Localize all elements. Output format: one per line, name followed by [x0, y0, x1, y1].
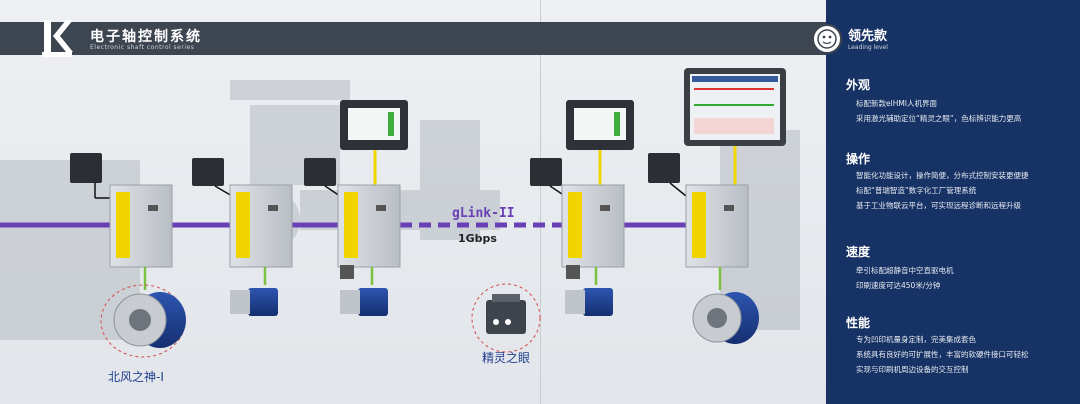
bus-speed-label: 1Gbps: [458, 232, 497, 245]
servo-motor: [230, 288, 278, 316]
section-title-appearance: 外观: [846, 78, 871, 92]
section-divider: [540, 0, 541, 404]
header-bar: [0, 22, 938, 55]
hmi-touch-panel: [684, 68, 786, 146]
hollow-direct-drive-motor: [113, 292, 186, 348]
section-title-operation: 操作: [846, 152, 871, 166]
io-module: [530, 158, 566, 197]
level-emblem-icon: [812, 24, 842, 54]
highlight-circle: [471, 283, 541, 353]
main-motor-label: 北风之神-I: [108, 370, 164, 384]
hmi-screen: [566, 100, 634, 150]
vision-label: 精灵之眼: [482, 351, 530, 365]
section-line: 标配“普瑞智造”数字化工厂管理系统: [856, 186, 977, 195]
servo-drive: [229, 184, 293, 268]
section-line: 实现与印刷机周边设备的交互控制: [856, 365, 969, 374]
brand-logo: [42, 20, 73, 57]
page-subtitle: Electronic shaft control series: [90, 44, 195, 51]
bus-protocol-label: gLink-II: [452, 206, 515, 221]
servo-drive: [561, 184, 625, 268]
level-subtitle: Leading level: [848, 44, 888, 51]
section-line: 印刷速度可达450米/分钟: [856, 281, 941, 290]
section-line: 牵引标配超静音中空直驱电机: [856, 266, 954, 275]
io-module: [648, 153, 687, 197]
servo-drive: [685, 184, 749, 268]
page-title: 电子轴控制系统: [90, 29, 202, 45]
vision-sensor: [486, 294, 526, 334]
servo-motor: [340, 288, 388, 316]
hmi-screen: [340, 100, 408, 150]
small-sensor: [340, 265, 580, 279]
section-line: 系统具有良好的可扩展性，丰富的软硬件接口可轻松: [856, 350, 1029, 359]
section-line: 基于工业物联云平台，可实现远程诊断和远程升级: [856, 201, 1021, 210]
io-module: [192, 158, 233, 197]
section-line: 专为凹印机量身定制，完美集成套色: [856, 335, 976, 344]
servo-drive: [109, 184, 173, 268]
level-title: 领先款: [848, 29, 888, 44]
hollow-direct-drive-motor: [692, 292, 759, 344]
motor-cable: [143, 267, 722, 290]
section-title-speed: 速度: [846, 245, 871, 259]
io-module: [304, 158, 341, 197]
section-line: 采用激光辅助定位“精灵之眼”，色标辨识能力更高: [856, 114, 1022, 123]
servo-drive: [337, 184, 401, 268]
section-title-performance: 性能: [846, 316, 871, 330]
io-module: [70, 153, 112, 199]
section-line: 标配新款elHMI人机界面: [856, 99, 938, 108]
section-line: 智能化功能设计，操作简便，分布式控制安装更便捷: [856, 171, 1029, 180]
servo-motor: [565, 288, 613, 316]
feature-panel: [826, 0, 1080, 404]
system-diagram: gLink-II 1Gbps 北风之神-I 精灵之眼: [0, 68, 786, 384]
